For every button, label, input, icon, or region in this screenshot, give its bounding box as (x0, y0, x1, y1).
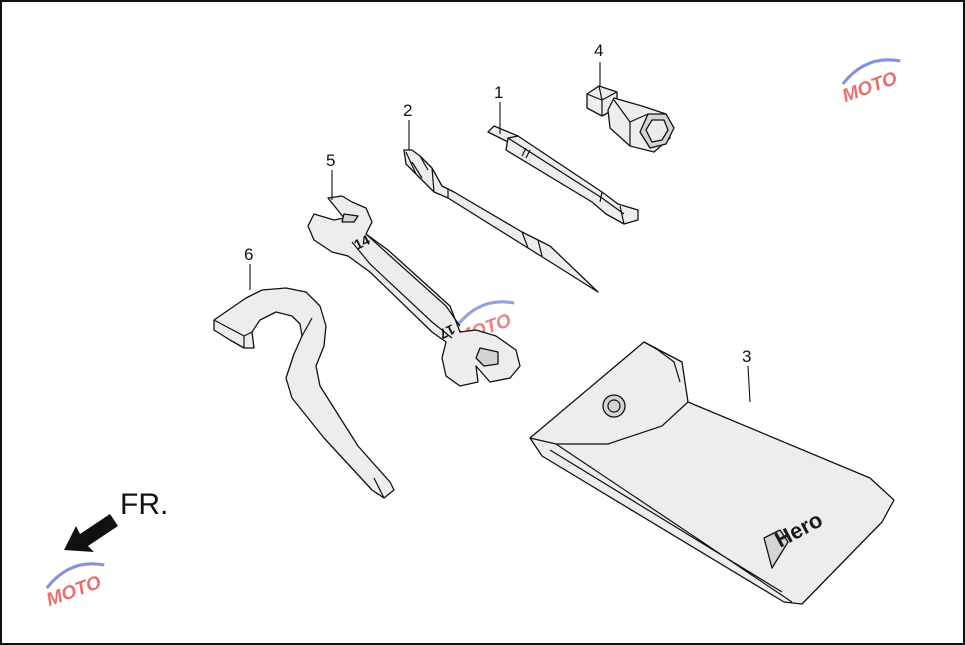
front-direction-label: FR. (120, 488, 168, 521)
double-ended-screwdriver (403, 149, 599, 293)
double-open-end-spanner (307, 195, 521, 387)
watermark-bottom-left: MOTO (44, 562, 105, 611)
front-direction-arrow (64, 514, 118, 552)
watermark-text: MOTO (840, 68, 901, 107)
hook-spanner (213, 287, 395, 499)
spanner-size-small: 14 (351, 231, 372, 252)
watermark-text: MOTO (44, 572, 105, 611)
callout-4: 4 (594, 41, 603, 60)
hero-logo-mark (763, 529, 789, 569)
callout-1: 1 (494, 83, 503, 102)
callout-3: 3 (742, 347, 751, 366)
callout-2: 2 (403, 101, 412, 120)
hex-socket-adapter (586, 85, 675, 153)
tool-pouch (529, 341, 895, 605)
screwdriver-bit (487, 125, 639, 225)
spanner-size-large: 17 (436, 321, 457, 342)
watermark-top-right: MOTO (840, 58, 901, 107)
leader-3 (747, 365, 751, 403)
callout-5: 5 (326, 151, 335, 170)
callout-6: 6 (244, 245, 253, 264)
